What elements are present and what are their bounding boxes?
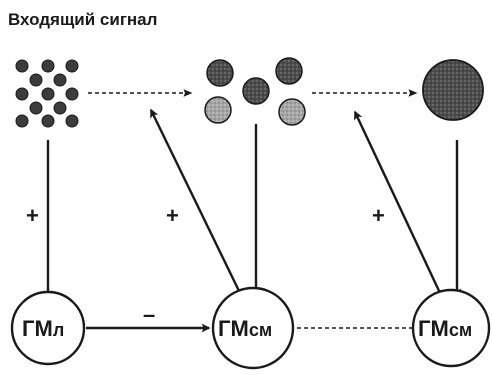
small-particle: [65, 114, 79, 128]
node-gmsm-right-sub: см: [449, 320, 472, 340]
medium-particle: [206, 59, 234, 87]
svg-text:ГМл: ГМл: [22, 316, 64, 341]
medium-particle-light: [204, 96, 232, 124]
node-gml: ГМл: [10, 290, 86, 366]
small-particle: [65, 59, 79, 73]
diagram-title: Входящий сигнал: [8, 10, 157, 29]
small-particle: [53, 101, 67, 115]
svg-text:ГМсм: ГМсм: [218, 316, 272, 341]
small-particle: [29, 101, 43, 115]
node-gmsm-middle: ГМсм: [211, 286, 295, 370]
medium-particle: [242, 77, 270, 105]
svg-text:ГМсм: ГМсм: [418, 316, 472, 341]
minus-sign: –: [143, 302, 155, 327]
small-particle: [15, 59, 29, 73]
plus-sign-middle: +: [166, 203, 179, 228]
node-gml-sub: л: [53, 320, 64, 340]
feedback-arrow-middle: [149, 108, 242, 294]
medium-particle: [275, 57, 303, 85]
node-gmsm-right: ГМсм: [411, 288, 491, 368]
node-gmsm-right-main: ГМ: [418, 316, 449, 341]
small-particle: [41, 87, 55, 101]
node-gml-main: ГМ: [22, 316, 53, 341]
small-particle: [29, 73, 43, 87]
medium-particle-light: [278, 98, 306, 126]
small-particle: [41, 59, 55, 73]
small-particle: [65, 87, 79, 101]
small-particle: [15, 87, 29, 101]
feedback-arrow-right: [353, 110, 442, 294]
node-gmsm-middle-sub: см: [249, 320, 272, 340]
small-particle: [15, 114, 29, 128]
plus-sign-right: +: [372, 203, 385, 228]
node-gmsm-middle-main: ГМ: [218, 316, 249, 341]
large-particle: [422, 59, 484, 121]
small-particle-cluster: [15, 59, 79, 128]
small-particle: [53, 73, 67, 87]
small-particle: [41, 114, 55, 128]
medium-particle-cluster: [204, 57, 306, 126]
plus-sign-left: +: [26, 203, 39, 228]
